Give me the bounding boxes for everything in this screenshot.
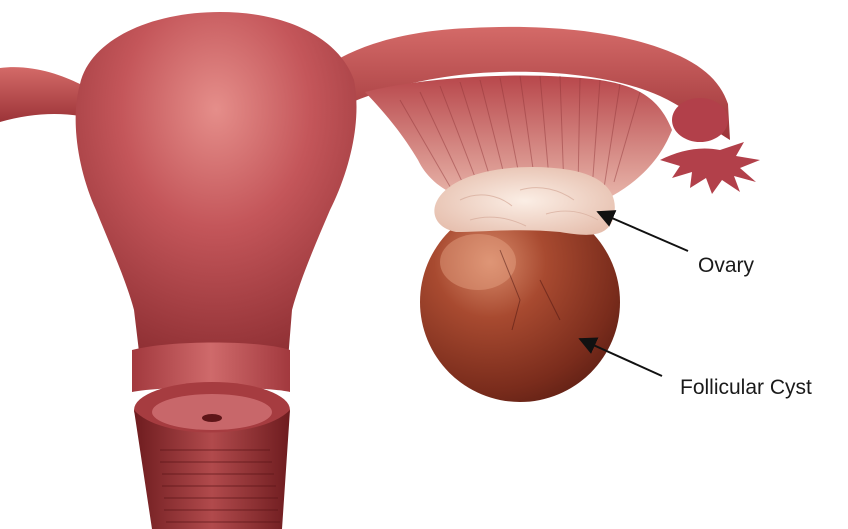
uterus-body	[76, 12, 357, 360]
ovary-arrow	[598, 212, 688, 251]
cyst-label: Follicular Cyst	[680, 376, 812, 399]
fimbriae	[660, 98, 760, 194]
ovary-label: Ovary	[698, 254, 755, 277]
left-fallopian-tube	[0, 67, 80, 122]
